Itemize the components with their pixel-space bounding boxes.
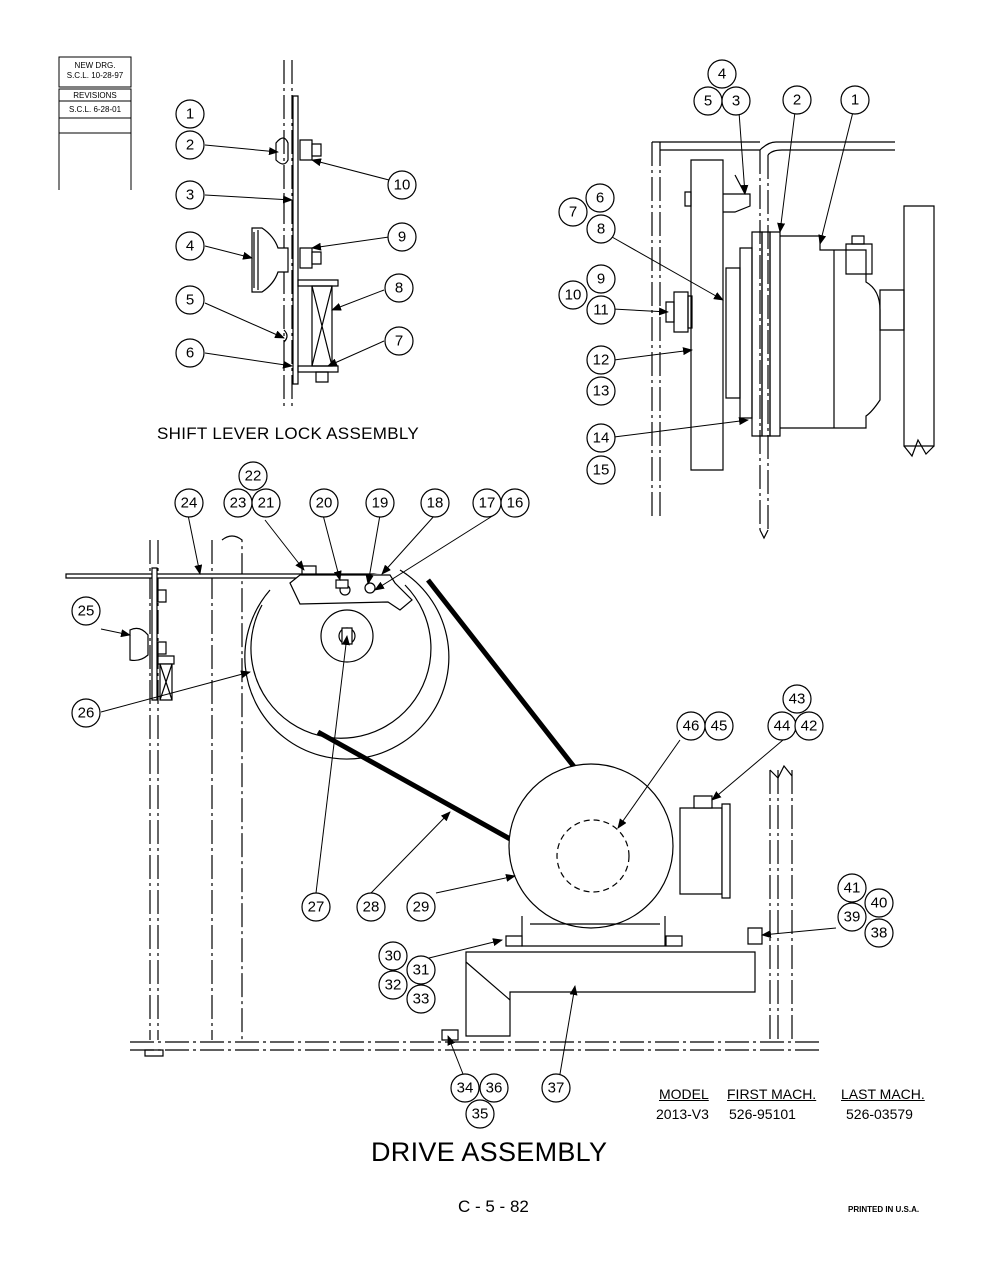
callout-da-18: 18 bbox=[427, 495, 444, 512]
callout-da-32: 32 bbox=[385, 977, 402, 994]
callout-cv-3: 3 bbox=[732, 93, 740, 110]
callout-da-26: 26 bbox=[78, 705, 95, 722]
callout-cv-7: 7 bbox=[569, 204, 577, 221]
callout-cv-13: 13 bbox=[593, 383, 610, 400]
callout-cv-15: 15 bbox=[593, 462, 610, 479]
callout-cv-2: 2 bbox=[793, 92, 801, 109]
callout-cv-10: 10 bbox=[565, 287, 582, 304]
callout-da-35: 35 bbox=[472, 1106, 489, 1123]
callout-cv-8: 8 bbox=[597, 221, 605, 238]
callout-da-36: 36 bbox=[486, 1080, 503, 1097]
callout-da-22: 22 bbox=[245, 468, 262, 485]
callout-da-29: 29 bbox=[413, 899, 430, 916]
model-value: 2013-V3 bbox=[656, 1106, 709, 1122]
clutch-view-drawing bbox=[652, 142, 934, 538]
callout-sl-8: 8 bbox=[395, 280, 403, 297]
drive-assembly-title: DRIVE ASSEMBLY bbox=[371, 1137, 608, 1167]
callout-da-21: 21 bbox=[258, 495, 275, 512]
callout-sl-1: 1 bbox=[186, 106, 194, 123]
callout-da-38: 38 bbox=[871, 925, 888, 942]
callout-da-16: 16 bbox=[507, 495, 524, 512]
callout-da-37: 37 bbox=[548, 1080, 565, 1097]
callout-sl-9: 9 bbox=[398, 229, 406, 246]
shift-lever-lock-title: SHIFT LEVER LOCK ASSEMBLY bbox=[157, 424, 419, 443]
last-mach-header: LAST MACH. bbox=[841, 1086, 925, 1102]
shift-lever-lock-drawing bbox=[252, 60, 338, 410]
callout-da-20: 20 bbox=[316, 495, 333, 512]
shift-lever-drawing bbox=[66, 568, 406, 700]
callout-cv-9: 9 bbox=[597, 271, 605, 288]
callout-da-42: 42 bbox=[801, 718, 818, 735]
callout-da-28: 28 bbox=[363, 899, 380, 916]
callout-balloons bbox=[72, 60, 893, 1128]
callout-sl-7: 7 bbox=[395, 333, 403, 350]
callout-da-31: 31 bbox=[413, 962, 430, 979]
large-pulley-drawing bbox=[245, 566, 449, 759]
rev-revision-1: S.C.L. 6-28-01 bbox=[69, 105, 122, 114]
callout-da-30: 30 bbox=[385, 948, 402, 965]
callout-sl-5: 5 bbox=[186, 292, 194, 309]
callout-da-23: 23 bbox=[230, 495, 247, 512]
rev-new-drg-label: NEW DRG. bbox=[75, 61, 116, 70]
motor-drawing bbox=[318, 580, 762, 1040]
first-mach-header: FIRST MACH. bbox=[727, 1086, 817, 1102]
callout-da-43: 43 bbox=[789, 691, 806, 708]
callout-cv-12: 12 bbox=[593, 352, 610, 369]
leader-lines bbox=[101, 112, 853, 1074]
callout-numbers: 1 2 3 4 5 6 7 8 9 10 1 2 3 4 5 6 7 8 9 1… bbox=[78, 66, 888, 1123]
callout-da-27: 27 bbox=[308, 899, 325, 916]
callout-da-44: 44 bbox=[774, 718, 791, 735]
last-mach-value: 526-03579 bbox=[846, 1106, 913, 1122]
callout-da-46: 46 bbox=[683, 718, 700, 735]
callout-da-39: 39 bbox=[844, 909, 861, 926]
callout-cv-11: 11 bbox=[593, 302, 609, 319]
callout-da-17: 17 bbox=[479, 495, 496, 512]
callout-da-19: 19 bbox=[372, 495, 389, 512]
callout-cv-6: 6 bbox=[596, 190, 604, 207]
callout-cv-1: 1 bbox=[851, 92, 859, 109]
model-header: MODEL bbox=[659, 1086, 709, 1102]
callout-cv-14: 14 bbox=[593, 430, 610, 447]
callout-da-33: 33 bbox=[413, 991, 430, 1008]
callout-da-40: 40 bbox=[871, 895, 888, 912]
callout-sl-6: 6 bbox=[186, 345, 194, 362]
callout-sl-10: 10 bbox=[394, 177, 411, 194]
callout-sl-4: 4 bbox=[186, 238, 194, 255]
callout-cv-5: 5 bbox=[704, 93, 712, 110]
revision-block bbox=[59, 57, 131, 190]
first-mach-value: 526-95101 bbox=[729, 1106, 796, 1122]
callout-da-41: 41 bbox=[844, 880, 861, 897]
callout-da-45: 45 bbox=[711, 718, 728, 735]
callout-sl-3: 3 bbox=[186, 187, 194, 204]
callout-sl-2: 2 bbox=[186, 137, 194, 154]
rev-new-drg-value: S.C.L. 10-28-97 bbox=[67, 71, 124, 80]
drive-frame-drawing bbox=[130, 536, 820, 1056]
callout-da-34: 34 bbox=[457, 1080, 474, 1097]
printed-in-usa: PRINTED IN U.S.A. bbox=[848, 1205, 920, 1214]
callout-cv-4: 4 bbox=[718, 66, 726, 83]
callout-da-25: 25 bbox=[78, 603, 95, 620]
rev-revisions-label: REVISIONS bbox=[73, 91, 117, 100]
page-number: C - 5 - 82 bbox=[458, 1197, 529, 1216]
callout-da-24: 24 bbox=[181, 495, 198, 512]
